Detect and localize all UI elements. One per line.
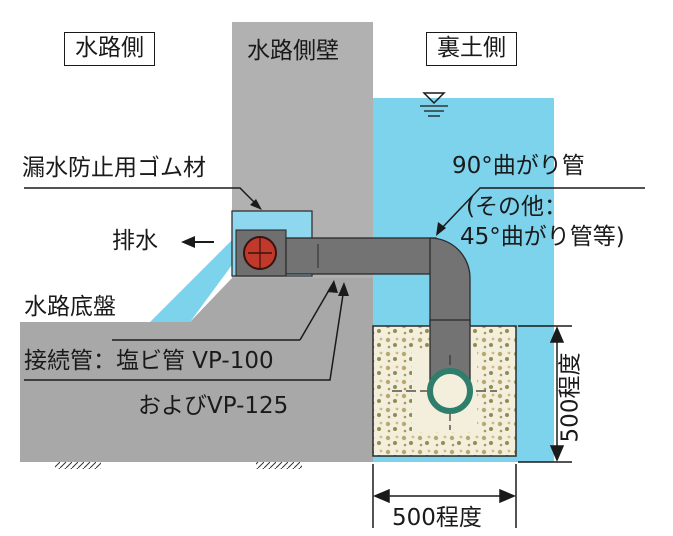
- ground-hatch-left: [55, 462, 101, 469]
- backfill-side-label: 裏土側: [426, 32, 517, 66]
- pipe-end: [427, 368, 473, 414]
- connection-pipe: [285, 237, 437, 275]
- dimension-vertical: [518, 325, 572, 463]
- seal-arrow-icon: [250, 199, 262, 210]
- bend-label: 90°曲がり管: [452, 153, 585, 179]
- waterway-bed-label: 水路底盤: [24, 294, 116, 320]
- leader-lines: [24, 187, 645, 381]
- seal-material-label: 漏水防止用ゴム材: [22, 155, 206, 181]
- dimension-vertical-label: 500程度: [557, 352, 584, 443]
- waterway-water: [150, 240, 232, 322]
- drainage-label: 排水: [112, 228, 158, 254]
- connection-pipe-label-2: およびVP-125: [138, 393, 289, 419]
- water-level-icon: [420, 92, 448, 117]
- pipe-arrow-icon-2: [327, 280, 338, 293]
- dimension-horizontal: [372, 464, 517, 528]
- dimension-horizontal-label: 500程度: [392, 505, 482, 531]
- bend-other-label-1: (その他：: [466, 194, 567, 220]
- connection-pipe-label: 接続管：塩ビ管 VP-100: [24, 348, 274, 374]
- bend-arrow-icon: [436, 222, 446, 236]
- bend-other-label-2: 45°曲がり管等): [460, 224, 625, 250]
- waterway-side-label: 水路側: [64, 32, 155, 66]
- drainage-arrow-icon: [181, 236, 214, 248]
- waterway-wall-label: 水路側壁: [247, 38, 339, 64]
- ground-hatch-mid: [256, 462, 302, 469]
- pipe-arrow-icon: [338, 282, 349, 296]
